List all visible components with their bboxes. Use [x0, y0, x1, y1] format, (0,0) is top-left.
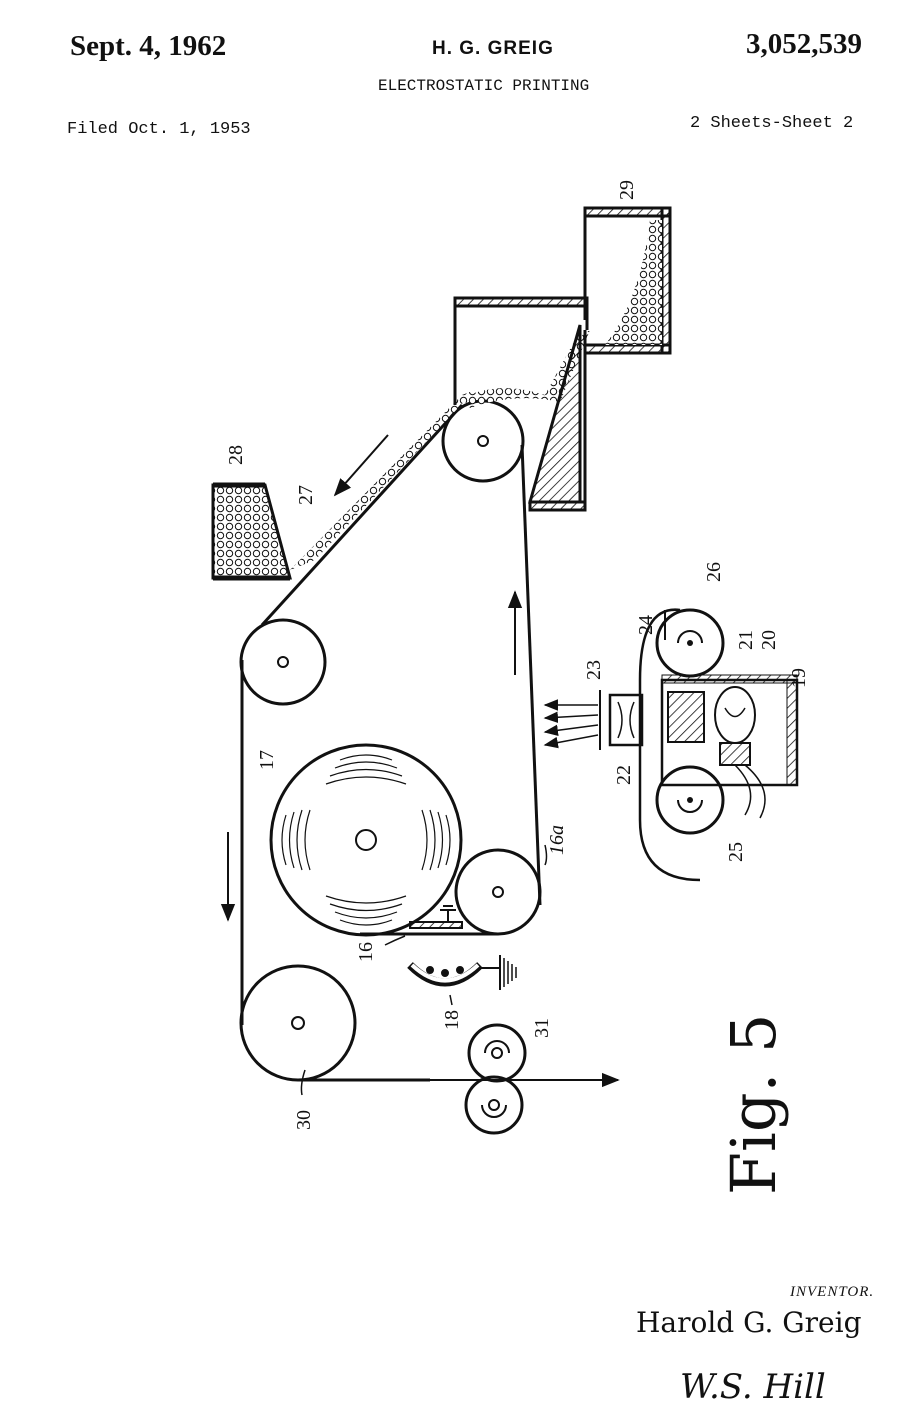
label-19: 19 — [788, 668, 810, 688]
feed-roller-25 — [655, 765, 725, 835]
feed-roller-26 — [655, 608, 725, 678]
belt-roller-upper-left — [239, 618, 327, 706]
hopper-28 — [211, 482, 292, 581]
inventor-label: INVENTOR. — [790, 1284, 875, 1300]
label-25: 25 — [725, 842, 747, 862]
developer-granules-27 — [290, 330, 590, 570]
label-26: 26 — [703, 562, 725, 582]
leader-lines — [300, 844, 548, 1096]
patent-title: ELECTROSTATIC PRINTING — [378, 77, 590, 95]
label-29: 29 — [616, 180, 638, 200]
ground-plate — [409, 905, 463, 929]
belt-roller-30 — [239, 964, 357, 1082]
label-23: 23 — [583, 660, 605, 680]
filed-date: Filed Oct. 1, 1953 — [67, 120, 251, 139]
label-28: 28 — [225, 445, 247, 465]
hopper-29 — [583, 206, 672, 355]
label-16a: 16a — [546, 825, 568, 855]
fuser-rollers-31 — [464, 1023, 527, 1135]
developer-box — [453, 296, 589, 512]
inventor-short-name: H. G. GREIG — [432, 38, 554, 59]
label-18: 18 — [441, 1010, 463, 1030]
drum-17 — [269, 743, 463, 937]
label-16: 16 — [355, 942, 377, 962]
label-30: 30 — [293, 1110, 315, 1130]
light-rays-23 — [543, 699, 599, 749]
label-20: 20 — [758, 630, 780, 650]
label-21: 21 — [735, 630, 757, 650]
attorney-signature: W.S. Hill — [680, 1367, 826, 1407]
belt-roller-lower-right — [454, 848, 542, 936]
label-22: 22 — [613, 765, 635, 785]
patent-date: Sept. 4, 1962 — [70, 30, 227, 62]
label-31: 31 — [531, 1018, 553, 1038]
patent-number: 3,052,539 — [746, 28, 862, 60]
belt-16 — [240, 403, 542, 1082]
inventor-name: Harold G. Greig — [636, 1306, 862, 1339]
belt-roller-top-right — [441, 399, 525, 483]
reference-numerals: 16 16a 17 18 19 20 21 22 23 24 25 26 27 … — [225, 180, 810, 1130]
direction-arrows — [220, 434, 620, 1088]
label-27: 27 — [295, 485, 317, 505]
corona-unit-18 — [407, 955, 517, 990]
figure-label: Fig. 5 — [717, 1014, 790, 1195]
projector-assembly — [599, 608, 799, 882]
label-24: 24 — [635, 615, 657, 635]
sheet-count: 2 Sheets-Sheet 2 — [690, 114, 854, 133]
label-17: 17 — [256, 750, 278, 770]
